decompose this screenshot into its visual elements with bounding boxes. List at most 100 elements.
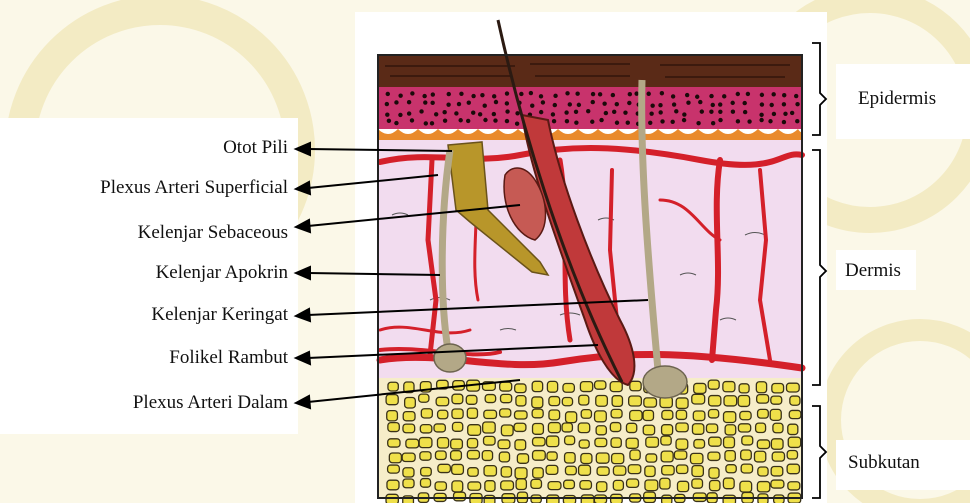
- label-plexus-arteri-superficial: Plexus Arteri Superficial: [100, 177, 288, 199]
- fat-cell: [501, 467, 511, 477]
- fat-cell: [388, 382, 398, 391]
- fat-cell: [756, 423, 766, 432]
- epidermis-cell: [575, 92, 579, 96]
- fat-cell: [643, 425, 654, 435]
- epidermis-cell: [407, 100, 411, 104]
- fat-cell: [467, 450, 479, 459]
- epidermis-cell: [591, 92, 595, 96]
- fat-cell: [451, 439, 463, 449]
- fat-cell: [565, 436, 575, 445]
- epidermis-cell: [649, 111, 653, 115]
- epidermis-cell: [457, 102, 461, 106]
- epidermis-cell: [718, 102, 722, 106]
- fat-cell: [468, 468, 479, 477]
- epidermis-cell: [577, 103, 581, 107]
- epidermis-cell: [398, 93, 402, 97]
- epidermis-cell: [696, 121, 700, 125]
- fat-cell: [500, 382, 512, 391]
- epidermis-cell: [591, 100, 595, 104]
- fat-cell: [676, 465, 687, 474]
- fat-cell: [532, 397, 543, 408]
- epidermis-cell: [782, 93, 786, 97]
- fat-cell: [643, 410, 653, 420]
- fat-cell: [646, 454, 657, 462]
- fat-cell: [420, 479, 430, 488]
- epidermis-cell: [446, 102, 450, 106]
- fat-cell: [597, 482, 607, 492]
- epidermis-cell: [553, 103, 557, 107]
- epidermis-cell: [685, 93, 689, 97]
- fat-cell: [419, 394, 429, 402]
- fat-cell: [710, 480, 720, 490]
- fat-cell: [485, 395, 495, 403]
- epidermis-cell: [385, 102, 389, 106]
- fat-cell: [437, 438, 448, 448]
- fat-cell: [596, 453, 609, 463]
- fat-cell: [709, 437, 721, 446]
- fat-cell: [596, 396, 608, 407]
- epidermis-cell: [430, 121, 434, 125]
- fat-cell: [738, 395, 749, 406]
- fat-cell: [532, 381, 542, 391]
- fat-cell: [501, 425, 513, 436]
- fat-cell: [754, 451, 765, 462]
- epidermis-cell: [505, 109, 509, 113]
- epidermis-cell: [385, 113, 389, 117]
- fat-cell: [757, 482, 769, 492]
- fat-cell: [452, 394, 463, 403]
- fat-cell: [514, 423, 526, 431]
- fat-cell: [565, 453, 576, 463]
- fat-cell: [628, 465, 641, 474]
- fat-cell: [787, 383, 800, 392]
- fat-cell: [403, 468, 414, 477]
- fat-cell: [725, 425, 736, 435]
- fat-cell: [692, 394, 705, 404]
- fat-cell: [484, 466, 496, 476]
- fat-cell: [566, 412, 577, 423]
- fat-cell: [694, 383, 706, 393]
- fat-cell: [420, 452, 431, 460]
- fat-cell: [452, 481, 463, 492]
- epidermis-cell: [769, 103, 773, 107]
- fat-cell: [772, 383, 784, 392]
- epidermis-cell: [565, 91, 569, 95]
- fat-cell: [694, 440, 705, 449]
- fat-cell: [548, 482, 561, 490]
- epidermis-cell: [695, 95, 699, 99]
- epidermis-cell: [628, 92, 632, 96]
- epidermis-cell: [458, 118, 462, 122]
- right-braces: [812, 43, 826, 498]
- epidermis-cell: [443, 118, 447, 122]
- epidermis-cell: [658, 103, 662, 107]
- epidermis-cell: [494, 100, 498, 104]
- fat-cell: [627, 479, 639, 487]
- fat-cell: [611, 438, 621, 447]
- fat-cell: [532, 409, 543, 418]
- fat-cell: [630, 450, 640, 460]
- fat-cell: [676, 398, 688, 408]
- fat-cell: [595, 411, 607, 422]
- fat-cell: [613, 480, 623, 490]
- fat-cell: [740, 411, 751, 419]
- fat-cell: [771, 480, 784, 488]
- fat-cell: [388, 465, 400, 473]
- epidermis-cell: [454, 111, 458, 115]
- epidermis-cell: [434, 112, 438, 116]
- epidermis-cell: [648, 121, 652, 125]
- fat-cell: [564, 480, 575, 488]
- fat-cell: [485, 481, 495, 492]
- epidermis-cell: [795, 102, 799, 106]
- fat-cell: [676, 423, 688, 432]
- fat-cell: [789, 410, 801, 418]
- epidermis-cell: [711, 103, 715, 107]
- epidermis-cell: [493, 118, 497, 122]
- fat-cell: [452, 422, 462, 431]
- fat-cell: [708, 410, 718, 418]
- fat-cell: [403, 412, 415, 421]
- epidermis-cell: [492, 94, 496, 98]
- fat-cell: [436, 397, 449, 405]
- fat-cell: [580, 382, 592, 392]
- fat-cell: [661, 436, 671, 445]
- fat-cell: [531, 479, 542, 488]
- fat-cell: [546, 465, 558, 474]
